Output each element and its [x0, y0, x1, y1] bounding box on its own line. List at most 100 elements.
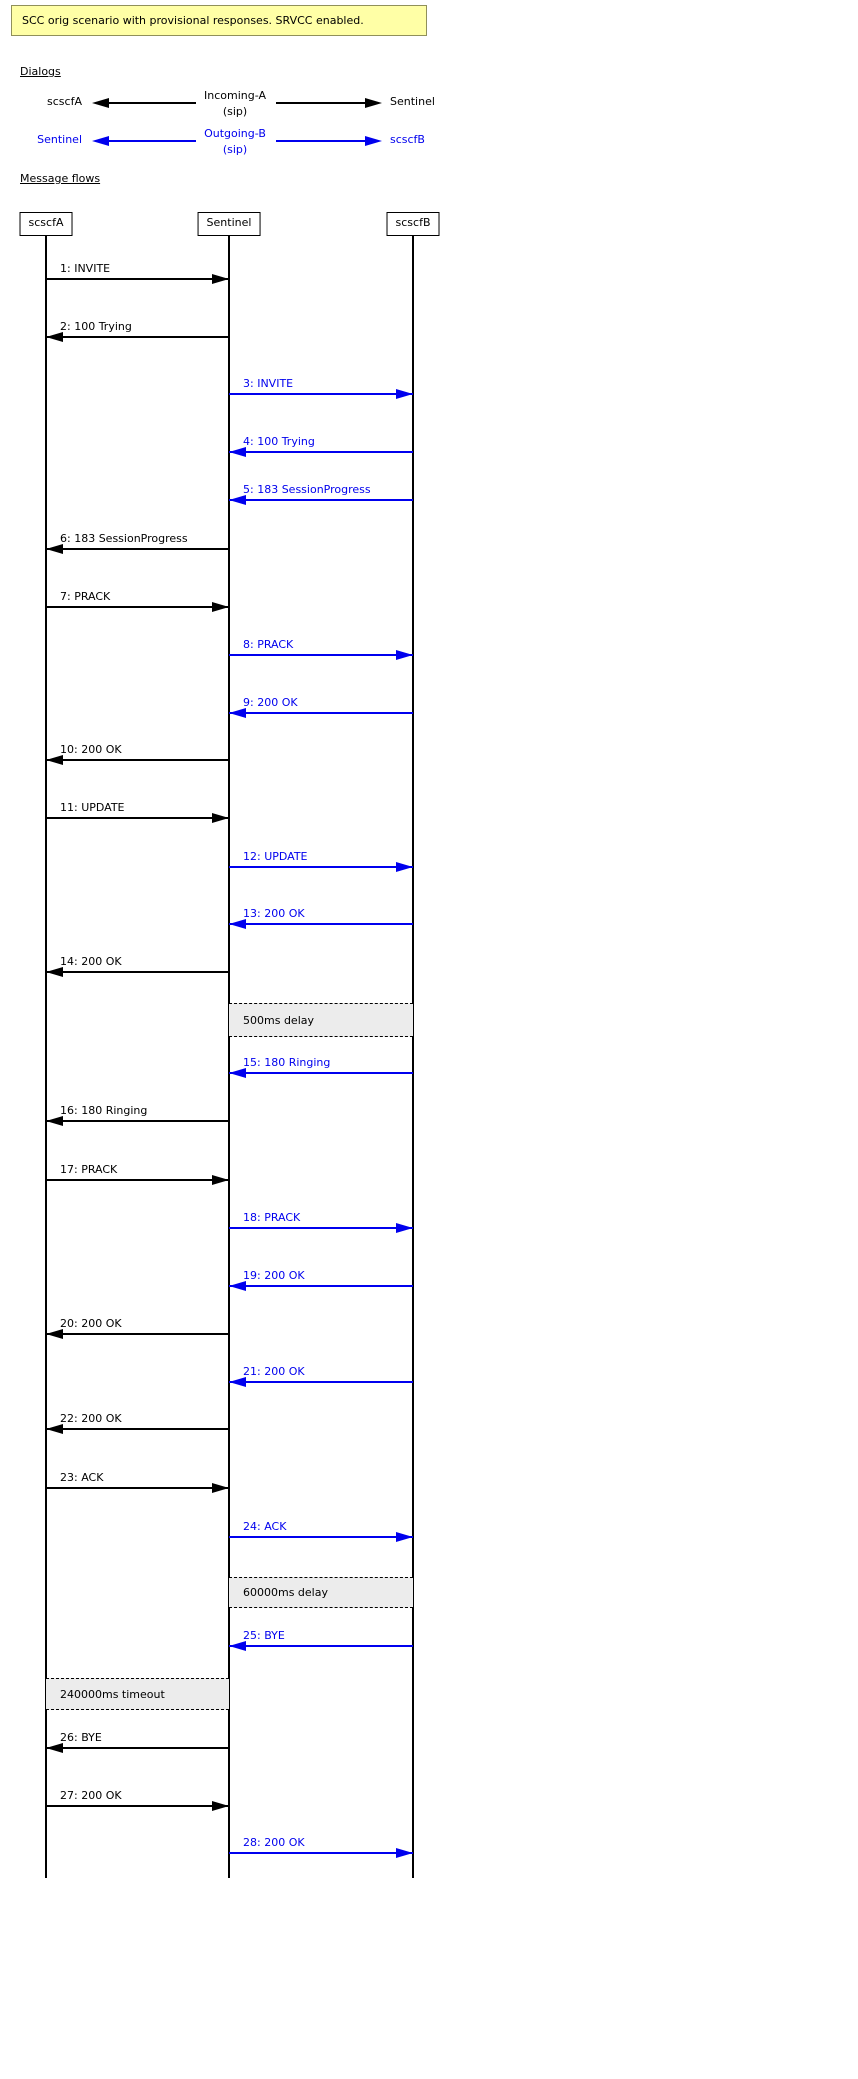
message-line: [46, 1805, 229, 1807]
participant-header: scscfB: [386, 212, 440, 236]
arrowhead-icon: [229, 1280, 246, 1291]
message-line: [46, 1120, 229, 1122]
arrowhead-icon: [396, 861, 413, 872]
message-line: [229, 923, 413, 925]
message-label: 9: 200 OK: [243, 696, 298, 709]
diagram-title: SCC orig scenario with provisional respo…: [22, 14, 364, 27]
arrowhead-icon: [46, 543, 63, 554]
dialog-sub-label: (sip): [222, 143, 248, 156]
message-line: [46, 759, 229, 761]
arrowhead-icon: [229, 1067, 246, 1078]
message-label: 3: INVITE: [243, 377, 294, 390]
dialogs-heading: Dialogs: [20, 65, 61, 78]
dialog-arrow-line: [276, 102, 365, 104]
dialog-arrowhead-right-icon: [365, 97, 382, 108]
dialog-left-party: scscfA: [47, 95, 82, 108]
arrowhead-icon: [212, 812, 229, 823]
message-label: 15: 180 Ringing: [243, 1056, 331, 1069]
delay-label: 60000ms delay: [243, 1586, 328, 1599]
message-line: [46, 548, 229, 550]
arrowhead-icon: [229, 1376, 246, 1387]
message-label: 17: PRACK: [60, 1163, 118, 1176]
arrowhead-icon: [46, 1115, 63, 1126]
dialog-sub-label: (sip): [222, 105, 248, 118]
message-label: 5: 183 SessionProgress: [243, 483, 371, 496]
delay-label: 500ms delay: [243, 1013, 314, 1027]
message-line: [229, 1536, 413, 1538]
arrowhead-icon: [212, 1174, 229, 1185]
message-line: [229, 712, 413, 714]
arrowhead-icon: [46, 1328, 63, 1339]
message-line: [229, 1381, 413, 1383]
message-line: [46, 278, 229, 280]
message-label: 6: 183 SessionProgress: [60, 532, 188, 545]
arrowhead-icon: [212, 601, 229, 612]
arrowhead-icon: [212, 1800, 229, 1811]
dialog-arrowhead-left-icon: [92, 135, 109, 146]
lifeline: [412, 236, 414, 1878]
message-label: 25: BYE: [243, 1629, 285, 1642]
message-label: 14: 200 OK: [60, 955, 122, 968]
dialog-label-group: Incoming-A (sip): [165, 88, 305, 120]
arrowhead-icon: [229, 918, 246, 929]
arrowhead-icon: [229, 446, 246, 457]
arrowhead-icon: [46, 1742, 63, 1753]
message-label: 4: 100 Trying: [243, 435, 315, 448]
message-flows-heading: Message flows: [20, 172, 101, 185]
message-label: 18: PRACK: [243, 1211, 301, 1224]
message-line: [46, 971, 229, 973]
arrowhead-icon: [396, 1222, 413, 1233]
arrowhead-icon: [229, 1640, 246, 1651]
arrowhead-icon: [396, 1531, 413, 1542]
dialog-arrow-line: [108, 102, 196, 104]
message-label: 24: ACK: [243, 1520, 287, 1533]
message-label: 21: 200 OK: [243, 1365, 305, 1378]
diagram-title-note: SCC orig scenario with provisional respo…: [11, 5, 427, 36]
message-line: [46, 1747, 229, 1749]
message-line: [229, 1285, 413, 1287]
message-label: 1: INVITE: [60, 262, 111, 275]
message-line: [46, 817, 229, 819]
message-line: [229, 1645, 413, 1647]
message-line: [229, 451, 413, 453]
dialog-right-party: scscfB: [390, 133, 425, 146]
dialog-arrow-line: [108, 140, 196, 142]
message-label: 28: 200 OK: [243, 1836, 305, 1849]
participant-header: scscfA: [19, 212, 73, 236]
message-line: [46, 1428, 229, 1430]
message-line: [229, 866, 413, 868]
message-label: 19: 200 OK: [243, 1269, 305, 1282]
message-label: 16: 180 Ringing: [60, 1104, 148, 1117]
arrowhead-icon: [46, 754, 63, 765]
message-label: 12: UPDATE: [243, 850, 308, 863]
arrowhead-icon: [212, 273, 229, 284]
message-label: 26: BYE: [60, 1731, 102, 1744]
message-label: 7: PRACK: [60, 590, 111, 603]
lifeline: [45, 236, 47, 1878]
message-line: [46, 336, 229, 338]
delay-box: 60000ms delay: [229, 1577, 413, 1608]
participant-name: Sentinel: [206, 216, 252, 229]
delay-box: 500ms delay: [229, 1003, 413, 1037]
message-label: 27: 200 OK: [60, 1789, 122, 1802]
arrowhead-icon: [46, 331, 63, 342]
arrowhead-icon: [396, 649, 413, 660]
arrowhead-icon: [396, 1847, 413, 1858]
message-label: 23: ACK: [60, 1471, 104, 1484]
message-line: [46, 1179, 229, 1181]
dialog-right-party: Sentinel: [390, 95, 435, 108]
participant-name: scscfA: [28, 216, 64, 229]
message-line: [229, 1227, 413, 1229]
message-line: [229, 393, 413, 395]
message-label: 13: 200 OK: [243, 907, 305, 920]
message-line: [229, 1852, 413, 1854]
message-label: 8: PRACK: [243, 638, 294, 651]
message-line: [229, 654, 413, 656]
dialog-name-label: Outgoing-B: [204, 127, 266, 140]
lifeline: [228, 236, 230, 1878]
message-line: [46, 1333, 229, 1335]
arrowhead-icon: [46, 966, 63, 977]
dialog-left-party: Sentinel: [37, 133, 82, 146]
delay-label: 240000ms timeout: [60, 1687, 165, 1701]
participant-name: scscfB: [395, 216, 431, 229]
